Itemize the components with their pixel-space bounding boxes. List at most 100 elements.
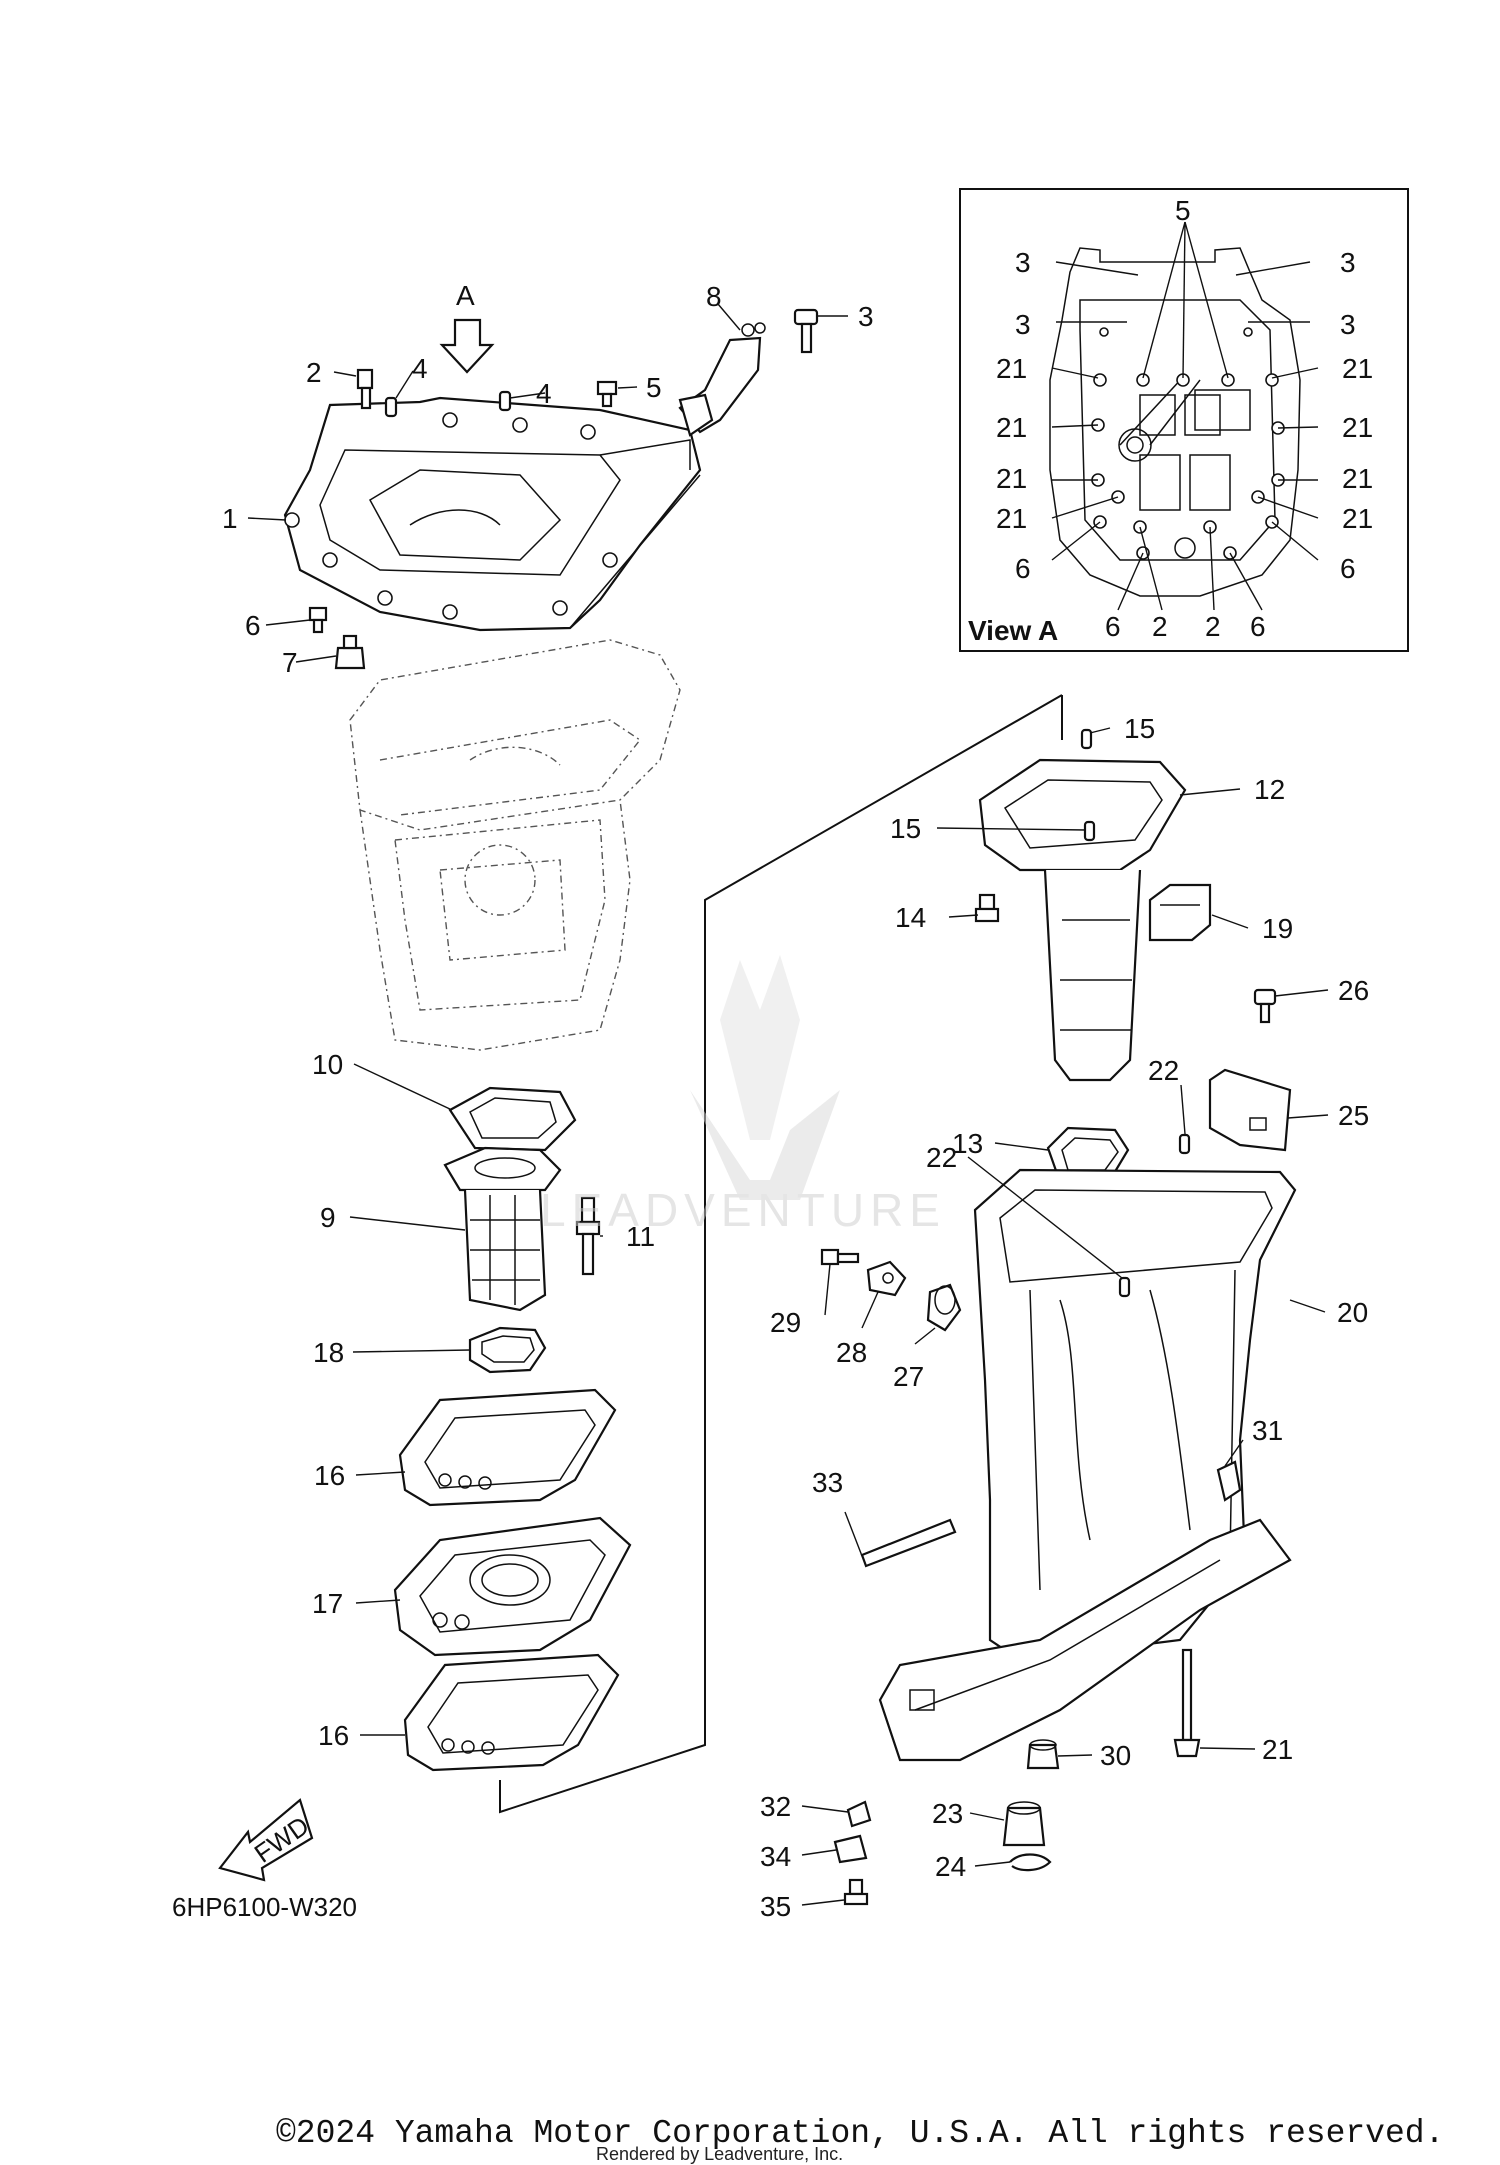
callout-33: 33 (812, 1467, 843, 1498)
bolt-part-11 (575, 1196, 601, 1276)
view-a-callout-6: 6 (1015, 553, 1031, 584)
view-a-callout-6: 6 (1250, 611, 1266, 642)
callout-2: 2 (306, 357, 322, 388)
grommet-part-23 (1002, 1801, 1046, 1847)
oil-pan-part-12 (978, 758, 1187, 1082)
trim-tab-part-31 (1216, 1460, 1242, 1502)
callout-4: 4 (412, 353, 428, 384)
callout-12: 12 (1254, 774, 1285, 805)
callout-16: 16 (314, 1460, 345, 1491)
engine-block-outline (349, 639, 681, 1051)
pin-part-22 (1118, 1133, 1191, 1298)
callout-30: 30 (1100, 1740, 1131, 1771)
callout-18: 18 (313, 1337, 344, 1368)
callout-28: 28 (836, 1337, 867, 1368)
callout-14: 14 (895, 902, 926, 933)
view-a-callout-5: 5 (1175, 195, 1191, 226)
view-a-callout-21: 21 (996, 503, 1027, 534)
callout-19: 19 (1262, 913, 1293, 944)
leadventure-watermark: LEADVENTURE (540, 955, 946, 1236)
callout-labels: 1 2 3 4 4 5 6 7 8 9 10 11 12 13 14 15 15… (222, 281, 1369, 1922)
view-a-callout-3: 3 (1340, 309, 1356, 340)
callout-13: 13 (952, 1128, 983, 1159)
callout-27: 27 (893, 1361, 924, 1392)
bolt-part-21 (1173, 1648, 1201, 1758)
callout-16: 16 (318, 1720, 349, 1751)
upper-fasteners (308, 308, 819, 670)
bolt-part-26 (1253, 988, 1277, 1024)
plate-part-25 (1208, 1068, 1292, 1152)
diagram-code: 6HP6100-W320 (172, 1892, 357, 1922)
exhaust-guide-part-9 (443, 1146, 562, 1312)
gasket-part-10 (448, 1086, 577, 1152)
callout-25: 25 (1338, 1100, 1369, 1131)
view-a-callout-21: 21 (996, 412, 1027, 443)
view-a-arrow-label: A (456, 280, 475, 311)
view-a-callout-2: 2 (1205, 611, 1221, 642)
callout-15: 15 (890, 813, 921, 844)
view-a-callout-21: 21 (1342, 503, 1373, 534)
callout-7: 7 (282, 647, 298, 678)
view-a-callout-6: 6 (1340, 553, 1356, 584)
pin-part-15 (1080, 728, 1096, 842)
view-a-callout-21: 21 (996, 353, 1027, 384)
callout-31: 31 (1252, 1415, 1283, 1446)
gasket-part-18 (468, 1326, 547, 1374)
view-a-callout-3: 3 (1015, 309, 1031, 340)
circlip-part-24 (1009, 1853, 1052, 1872)
callout-32: 32 (760, 1791, 791, 1822)
callout-29: 29 (770, 1307, 801, 1338)
gasket-part-16-upper (398, 1388, 617, 1507)
callout-21: 21 (1262, 1734, 1293, 1765)
view-a-callout-3: 3 (1340, 247, 1356, 278)
bolt-part-14 (974, 893, 1000, 923)
fwd-arrow: FWD (218, 1798, 314, 1882)
leader-lines (247, 303, 1329, 1906)
callout-9: 9 (320, 1202, 336, 1233)
watermark-text: LEADVENTURE (540, 1184, 946, 1236)
callout-24: 24 (935, 1851, 966, 1882)
view-a-callout-2: 2 (1152, 611, 1168, 642)
view-a-callout-21: 21 (1342, 412, 1373, 443)
callout-10: 10 (312, 1049, 343, 1080)
callout-22: 22 (926, 1142, 957, 1173)
view-a-callout-21: 21 (1342, 463, 1373, 494)
view-a-arrow: A (439, 280, 495, 374)
fitting-parts-27-28-29 (820, 1248, 962, 1332)
rod-part-33 (860, 1518, 957, 1568)
bushing-part-30 (1026, 1739, 1060, 1770)
callout-35: 35 (760, 1891, 791, 1922)
callout-17: 17 (312, 1588, 343, 1619)
view-a-label: View A (968, 615, 1058, 646)
gasket-part-16-lower (403, 1653, 620, 1772)
view-a-callout-6: 6 (1105, 611, 1121, 642)
view-a-callout-21: 21 (1342, 353, 1373, 384)
anode-parts-32-34-35 (833, 1800, 872, 1906)
copyright-notice: ©2024 Yamaha Motor Corporation, U.S.A. A… (276, 2115, 1444, 2152)
view-a-callout-3: 3 (1015, 247, 1031, 278)
callout-8: 8 (706, 281, 722, 312)
assembly-bracket (499, 694, 1063, 1814)
view-a-inset: 5 3 3 3 3 21 21 21 21 21 21 21 21 6 6 6 … (959, 188, 1409, 652)
callout-34: 34 (760, 1841, 791, 1872)
view-a-callout-21: 21 (996, 463, 1027, 494)
rendered-by: Rendered by Leadventure, Inc. (596, 2144, 843, 2164)
gasket-part-17 (393, 1516, 632, 1657)
callout-11: 11 (626, 1221, 655, 1252)
callout-6: 6 (245, 610, 261, 641)
callout-26: 26 (1338, 975, 1369, 1006)
callout-22: 22 (1148, 1055, 1179, 1086)
callout-23: 23 (932, 1798, 963, 1829)
lower-case-part-20 (878, 1168, 1297, 1762)
seal-part-19 (1148, 883, 1212, 942)
callout-15: 15 (1124, 713, 1155, 744)
callout-3: 3 (858, 301, 874, 332)
callout-4: 4 (536, 378, 552, 409)
callout-20: 20 (1337, 1297, 1368, 1328)
callout-5: 5 (646, 372, 662, 403)
exhaust-pipe-part-8 (678, 322, 766, 437)
upper-case-part-1 (283, 396, 702, 632)
callout-1: 1 (222, 503, 238, 534)
